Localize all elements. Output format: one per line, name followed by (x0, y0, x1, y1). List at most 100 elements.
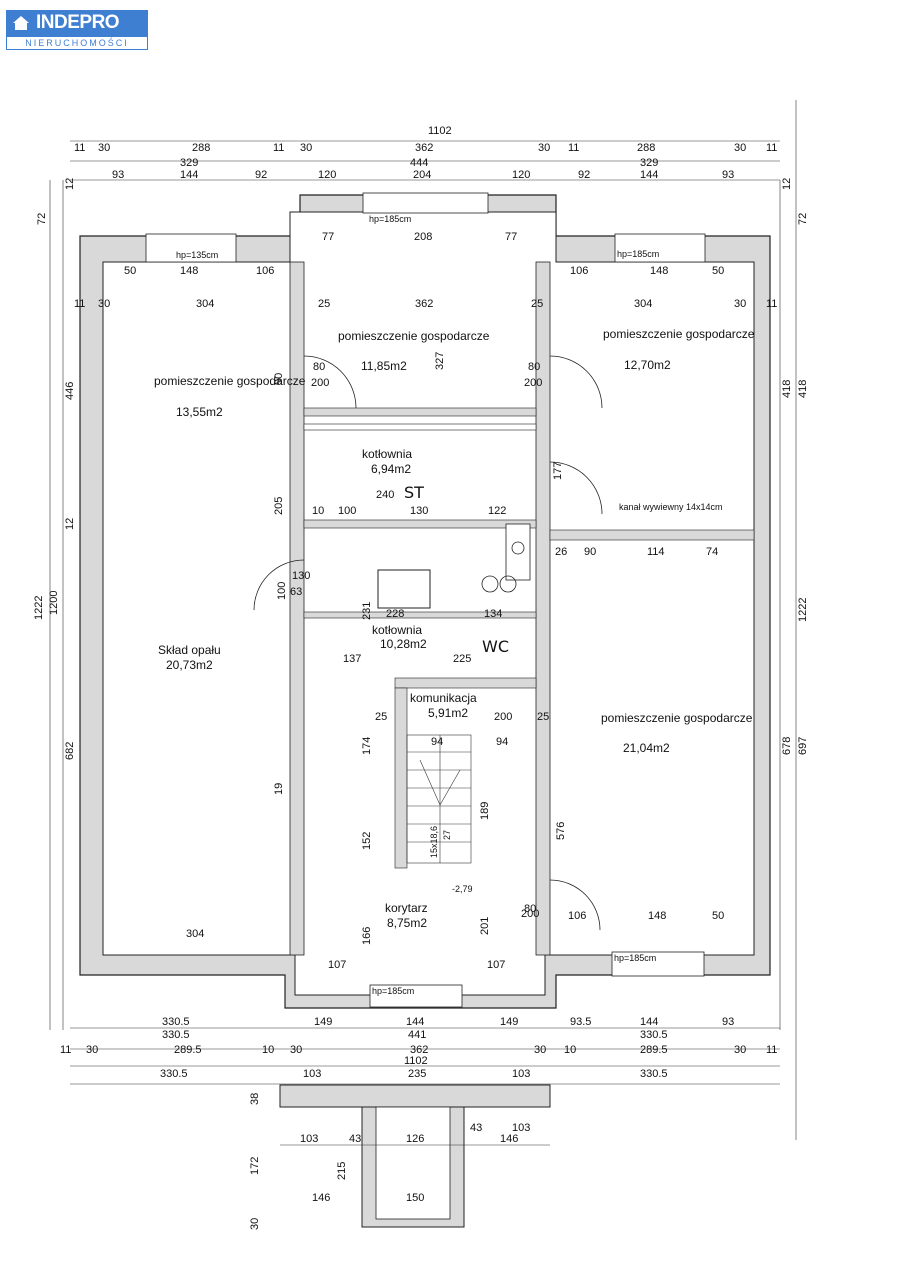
svg-text:30: 30 (86, 1044, 98, 1056)
svg-text:25: 25 (537, 711, 549, 723)
dim-bottom-total: 1102 (404, 1055, 428, 1067)
svg-text:200: 200 (521, 908, 539, 920)
svg-text:25: 25 (375, 711, 387, 723)
svg-text:92: 92 (578, 169, 590, 181)
dim-top-total: 1102 (428, 125, 452, 137)
svg-text:304: 304 (196, 298, 214, 310)
svg-text:146: 146 (312, 1192, 330, 1204)
svg-text:576: 576 (555, 822, 567, 840)
svg-text:330.5: 330.5 (640, 1029, 668, 1041)
svg-text:90: 90 (584, 546, 596, 558)
room-4-area: 6,94m2 (371, 462, 411, 476)
svg-text:50: 50 (124, 265, 136, 277)
room-7-name: komunikacja (410, 691, 477, 705)
inner-dimensions: 50 148 106 304 25 362 25 304 30 11 11 30… (74, 231, 777, 971)
svg-text:80: 80 (313, 361, 325, 373)
svg-text:330.5: 330.5 (160, 1068, 188, 1080)
svg-text:30: 30 (249, 1218, 261, 1230)
svg-text:93: 93 (722, 169, 734, 181)
svg-text:93.5: 93.5 (570, 1016, 591, 1028)
svg-text:137: 137 (343, 653, 361, 665)
svg-text:50: 50 (712, 265, 724, 277)
room-7-area: 5,91m2 (428, 706, 468, 720)
svg-text:hp=185cm: hp=185cm (372, 986, 414, 996)
svg-text:120: 120 (512, 169, 530, 181)
svg-text:1222: 1222 (797, 598, 809, 622)
svg-text:130: 130 (410, 505, 428, 517)
svg-text:289.5: 289.5 (174, 1044, 202, 1056)
svg-text:126: 126 (406, 1133, 424, 1145)
svg-text:25: 25 (531, 298, 543, 310)
svg-text:200: 200 (524, 377, 542, 389)
wc-label: WC (482, 637, 509, 656)
svg-text:11: 11 (766, 1044, 777, 1056)
svg-text:327: 327 (434, 352, 446, 370)
svg-text:362: 362 (415, 298, 433, 310)
logo-brand-text: INDEPRO (36, 12, 120, 33)
annotations: hp=185cm hp=135cm hp=185cm hp=185cm hp=1… (176, 214, 723, 996)
logo-brand: INDEPRO (6, 10, 148, 36)
svg-text:93: 93 (722, 1016, 734, 1028)
svg-text:146: 146 (500, 1133, 518, 1145)
svg-text:11: 11 (568, 142, 579, 154)
svg-text:682: 682 (64, 742, 76, 760)
svg-text:1222: 1222 (33, 596, 45, 620)
svg-text:100: 100 (338, 505, 356, 517)
svg-text:330.5: 330.5 (162, 1016, 190, 1028)
svg-text:63: 63 (290, 586, 302, 598)
svg-text:43: 43 (470, 1122, 482, 1134)
svg-text:12: 12 (64, 178, 76, 190)
room-5-name: kotłownia (372, 623, 422, 637)
svg-text:12: 12 (781, 178, 793, 190)
svg-text:362: 362 (415, 142, 433, 154)
svg-text:103: 103 (512, 1122, 530, 1134)
svg-text:106: 106 (256, 265, 274, 277)
room-8-area: 21,04m2 (623, 741, 670, 755)
svg-text:11: 11 (273, 142, 284, 154)
svg-text:177: 177 (552, 462, 564, 480)
svg-text:27: 27 (442, 830, 452, 840)
svg-text:329: 329 (180, 157, 198, 169)
svg-text:26: 26 (555, 546, 567, 558)
room-3-area: 12,70m2 (624, 358, 671, 372)
svg-text:152: 152 (361, 832, 373, 850)
svg-text:15x18,6: 15x18,6 (429, 826, 439, 858)
svg-text:200: 200 (494, 711, 512, 723)
svg-text:30: 30 (538, 142, 550, 154)
svg-text:90: 90 (273, 373, 285, 385)
room-labels: pomieszczenie gospodarcze 13,55m2 pomies… (154, 327, 755, 930)
svg-text:11: 11 (74, 298, 85, 310)
svg-text:174: 174 (361, 737, 373, 755)
svg-text:25: 25 (318, 298, 330, 310)
windows (145, 192, 706, 1008)
svg-text:228: 228 (386, 608, 404, 620)
room-5-area: 10,28m2 (380, 637, 427, 651)
svg-text:330.5: 330.5 (640, 1068, 668, 1080)
svg-text:172: 172 (249, 1157, 261, 1175)
svg-text:92: 92 (255, 169, 267, 181)
svg-text:446: 446 (64, 382, 76, 400)
svg-text:80: 80 (528, 361, 540, 373)
svg-text:288: 288 (637, 142, 655, 154)
svg-text:240: 240 (376, 489, 394, 501)
svg-text:362: 362 (410, 1044, 428, 1056)
svg-text:hp=185cm: hp=185cm (369, 214, 411, 224)
svg-text:-2,79: -2,79 (452, 884, 473, 894)
svg-text:444: 444 (410, 157, 428, 169)
svg-text:144: 144 (180, 169, 198, 181)
svg-text:215: 215 (336, 1162, 348, 1180)
svg-text:134: 134 (484, 608, 502, 620)
svg-text:30: 30 (98, 142, 110, 154)
logo: INDEPRO NIERUCHOMOŚCI (6, 10, 148, 50)
svg-text:12: 12 (64, 518, 76, 530)
svg-text:204: 204 (413, 169, 431, 181)
svg-text:10: 10 (262, 1044, 274, 1056)
svg-text:107: 107 (328, 959, 346, 971)
svg-text:208: 208 (414, 231, 432, 243)
room-1-name: pomieszczenie gospodarcze (154, 374, 306, 388)
svg-text:72: 72 (797, 213, 809, 225)
svg-text:106: 106 (570, 265, 588, 277)
svg-text:149: 149 (314, 1016, 332, 1028)
svg-text:418: 418 (781, 380, 793, 398)
svg-text:201: 201 (479, 917, 491, 935)
